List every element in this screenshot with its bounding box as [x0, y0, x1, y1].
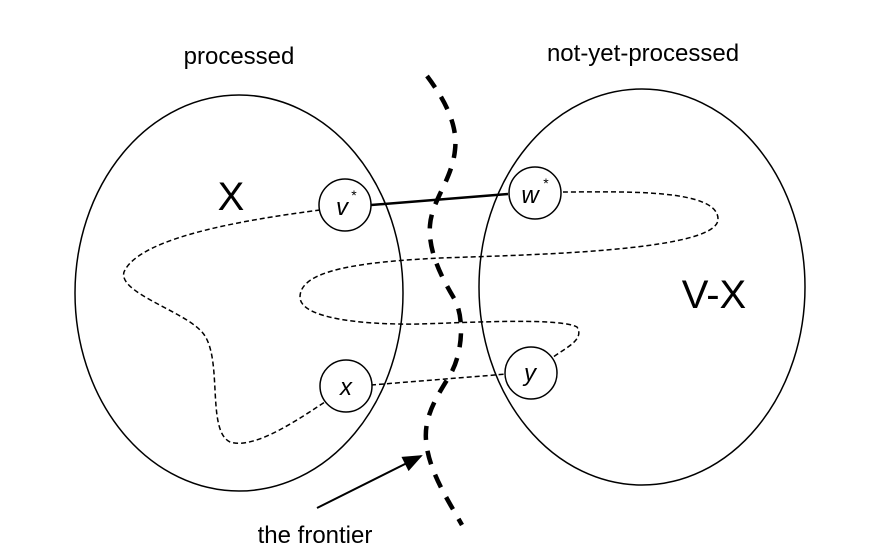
node-x: x: [319, 359, 373, 413]
node-w-star-mark: *: [543, 175, 549, 191]
set-v-minus-x-label: V-X: [682, 273, 746, 317]
frontier-arrow: [316, 455, 423, 509]
path-v-to-x: [123, 209, 326, 444]
node-y-circle: [504, 346, 558, 400]
node-x-circle: [319, 359, 373, 413]
node-w-circle: [508, 166, 562, 220]
frontier-line: [423, 74, 464, 527]
node-v-star: v *: [318, 178, 372, 232]
node-w-star: w *: [508, 166, 562, 220]
node-y: y: [504, 346, 558, 400]
set-x-label: X: [218, 175, 245, 219]
edge-x-y: [370, 373, 508, 386]
node-v-label: v: [336, 194, 350, 221]
node-x-label: x: [339, 374, 353, 401]
not-yet-processed-caption: not-yet-processed: [547, 40, 739, 67]
node-w-label: w: [521, 182, 540, 209]
path-w-to-y: [299, 191, 719, 359]
node-y-label: y: [522, 360, 538, 387]
node-v-star-mark: *: [351, 187, 357, 203]
node-v-circle: [318, 178, 372, 232]
set-v-minus-x-ellipse: [478, 88, 806, 486]
frontier-label: the frontier: [258, 522, 373, 549]
processed-caption: processed: [184, 43, 295, 70]
set-x-ellipse: [74, 94, 404, 492]
